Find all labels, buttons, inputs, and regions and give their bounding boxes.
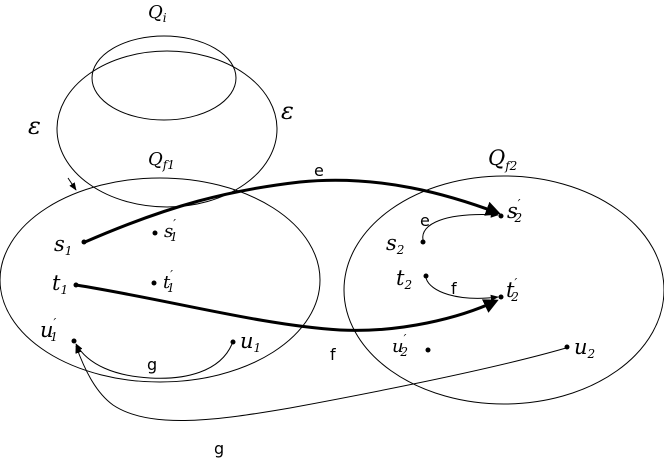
- edge-label-g-long: g: [214, 439, 224, 458]
- edge-f-long: [75, 283, 499, 332]
- state-label-s1p: s′1: [164, 217, 178, 244]
- state-dot-s1p: [152, 230, 158, 236]
- region-label-qf2: Qf2: [488, 146, 517, 173]
- edge-label-e-short: e: [420, 211, 430, 230]
- region-qf1: [0, 177, 321, 383]
- state-dot-u1p: [71, 338, 77, 344]
- epsilon-label-left: ε: [28, 112, 41, 140]
- state-label-u1p: u′1: [40, 316, 58, 344]
- state-label-s2p: s′2: [507, 197, 522, 225]
- state-dot-t2: [423, 273, 429, 279]
- region-qi-inner: [91, 35, 237, 121]
- edge-f-short: [425, 277, 499, 302]
- region-label-qf1: Qf1: [148, 149, 175, 172]
- edge-label-g-short: g: [147, 355, 157, 374]
- edge-label-f-long: f: [330, 345, 336, 364]
- state-dot-t1: [73, 282, 79, 288]
- epsilon-edge-arrow: [67, 177, 77, 191]
- epsilon-label-right: ε: [281, 97, 294, 125]
- state-dot-u2p: [425, 347, 431, 353]
- state-dot-s2p: [498, 213, 504, 219]
- edge-e-short: [422, 211, 499, 241]
- region-label-qi: Qi: [148, 2, 167, 25]
- edge-g-long: [75, 345, 567, 421]
- state-label-t2p: t′2: [506, 276, 519, 304]
- state-label-t1p: t′1: [163, 268, 175, 295]
- state-label-s2: s2: [386, 231, 404, 257]
- edge-label-f-short: f: [451, 279, 457, 298]
- state-label-t1: t1: [52, 271, 68, 297]
- state-label-u2p: u′2: [392, 332, 408, 359]
- edge-label-e-long: e: [314, 161, 324, 180]
- edge-e-long: [84, 178, 501, 244]
- region-qf2: [343, 175, 664, 405]
- state-dot-t2p: [498, 294, 504, 300]
- state-dot-s1: [81, 239, 87, 245]
- state-dot-t1p: [151, 280, 157, 286]
- state-label-t2: t2: [396, 266, 412, 292]
- edge-g-short: [75, 343, 233, 379]
- state-label-u1: u1: [240, 329, 261, 355]
- state-dot-s2: [420, 239, 426, 245]
- state-label-u2: u2: [574, 335, 595, 361]
- region-qi-outer: [56, 50, 278, 208]
- state-dot-u2: [564, 344, 570, 350]
- state-dot-u1: [230, 339, 236, 345]
- state-label-s1: s1: [54, 232, 72, 258]
